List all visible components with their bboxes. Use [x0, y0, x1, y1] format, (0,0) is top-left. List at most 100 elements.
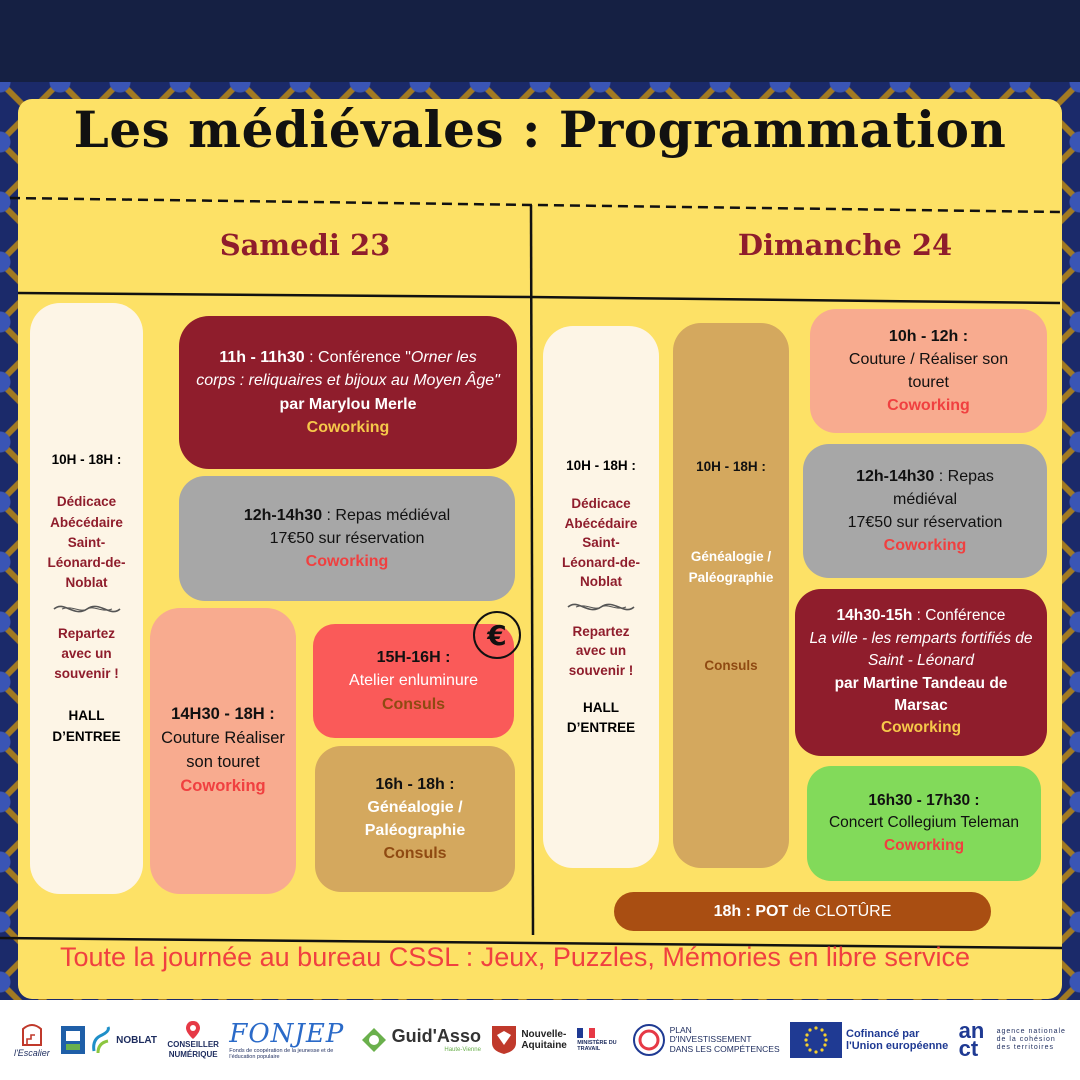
- sun-couture-time: 10h - 12h :: [888, 327, 969, 345]
- sat-genea-time: 16h - 18h :: [375, 775, 455, 793]
- flourish-icon: [567, 603, 635, 611]
- fonjep-logo: FONJEP Fonds de coopération de la jeunes…: [229, 1020, 349, 1061]
- sun-concert-label: Concert Collegium Teleman: [828, 814, 1020, 832]
- eu-text2: l'Union européenne: [846, 1040, 949, 1052]
- plan-text3: DANS LES COMPÉTENCES: [669, 1043, 780, 1054]
- sat-hall-entry-box: 10H - 18H : Dédicace Abécédaire Saint- L…: [30, 303, 143, 894]
- sat-conf-line1: 11h - 11h30 : Conférence "Orner les: [219, 346, 476, 369]
- anct-text: anct: [958, 1018, 985, 1061]
- sun-conf-place: Coworking: [880, 719, 962, 737]
- sat-hall-line5: Noblat: [65, 575, 108, 591]
- eu-text1: Cofinancé par: [846, 1027, 920, 1040]
- sun-conf-speaker2: Marsac: [894, 696, 948, 714]
- sun-repas-label: : Repas: [934, 467, 994, 485]
- sun-genea-line2: Paléographie: [688, 569, 774, 585]
- euro-symbol: €: [487, 618, 507, 652]
- escalier-logo: l'Escalier: [14, 1021, 50, 1059]
- sat-hall-place1: HALL: [68, 708, 105, 724]
- sat-hall-time: 10H - 18H :: [51, 452, 122, 468]
- guidasso-logo: Guid'Asso Haute-Vienne: [360, 1026, 481, 1054]
- all-day-note: Toute la journée au bureau CSSL : Jeux, …: [60, 942, 970, 972]
- conseiller-text1: CONSEILLER: [167, 1040, 219, 1050]
- sun-genea-place: Consuls: [704, 657, 758, 673]
- sun-conference-box: 14h30-15h : Conférence La ville - les re…: [795, 589, 1047, 756]
- sun-couture-line2: touret: [908, 374, 949, 391]
- sat-hall-place2: D’ENTREE: [52, 728, 121, 744]
- noblat-logo: NOBLAT: [60, 1025, 157, 1055]
- sun-repas-time: 12h-14h30: [856, 467, 935, 485]
- sun-repas-place: Coworking: [883, 537, 967, 555]
- sun-couture-place: Coworking: [887, 397, 970, 415]
- sun-pot-label: de CLOTÛRE: [788, 902, 892, 920]
- sat-souvenir-line3: souvenir !: [54, 666, 119, 682]
- marianne-flag-icon: [577, 1027, 596, 1038]
- sun-concert-place: Coworking: [883, 836, 965, 854]
- sat-conf-speaker: par Marylou Merle: [279, 395, 417, 413]
- sat-couture-box: 14H30 - 18H : Couture Réaliser son toure…: [150, 608, 296, 894]
- sun-hall-line5: Noblat: [580, 574, 622, 590]
- sun-repas-line1: 12h-14h30 : Repas: [856, 465, 994, 488]
- conseiller-numerique-logo: CONSEILLER NUMÉRIQUE: [167, 1020, 219, 1060]
- sun-souvenir-line3: souvenir !: [568, 662, 634, 678]
- page-title: Les médiévales : Programmation: [73, 100, 1007, 159]
- sun-concert-time: 16h30 - 17h30 :: [868, 791, 980, 809]
- plan-text2: D'INVESTISSEMENT: [669, 1034, 752, 1045]
- sat-hall-line1: Dédicace: [56, 494, 117, 510]
- grid-lines: [0, 196, 1063, 950]
- sat-conf-place: Coworking: [306, 418, 390, 436]
- fonjep-subtext: Fonds de coopération de la jeunesse et d…: [229, 1048, 334, 1061]
- sat-genea-place: Consuls: [383, 845, 447, 863]
- ministere-logo: MINISTÈRE DU TRAVAIL: [577, 1027, 621, 1052]
- ministere-text: MINISTÈRE DU TRAVAIL: [577, 1039, 617, 1052]
- anct-logo: anct agence nationale de la cohésion des…: [958, 1018, 1066, 1061]
- sun-hall-place2: D’ENTREE: [566, 720, 636, 736]
- sun-hall-entry-box: 10H - 18H : Dédicace Abécédaire Saint- L…: [543, 326, 659, 868]
- day-heading-saturday: Samedi 23: [219, 228, 391, 262]
- sat-genealogie-box: 16h - 18h : Généalogie / Paléographie Co…: [315, 746, 515, 892]
- eu-cofinance-logo: Cofinancé par l'Union européenne: [790, 1022, 948, 1058]
- sat-couture-time: 14H30 - 18H :: [171, 705, 275, 724]
- sat-conf-title1: Orner les: [410, 349, 477, 367]
- top-band: [0, 0, 1080, 82]
- sat-enlum-time: 15H-16H :: [376, 649, 451, 667]
- sun-hall-line4: Léonard-de-: [561, 554, 640, 570]
- day-heading-sunday: Dimanche 24: [737, 228, 953, 262]
- sat-conf-title2: corps : reliquaires et bijoux au Moyen Â…: [196, 372, 500, 390]
- sat-repas-time: 12h-14h30: [243, 506, 323, 524]
- sat-couture-line2: son touret: [186, 753, 260, 771]
- sun-hall-line1: Dédicace: [571, 495, 631, 511]
- sat-repas-line1: 12h-14h30 : Repas médiéval: [244, 504, 450, 527]
- sun-concert-box: 16h30 - 17h30 : Concert Collegium Telema…: [807, 766, 1041, 881]
- sat-conf-label: : Conférence ": [304, 349, 411, 367]
- plan-text-group: PLAN D'INVESTISSEMENT DANS LES COMPÉTENC…: [669, 1024, 780, 1054]
- plan-text1: PLAN: [669, 1024, 692, 1035]
- sat-conference-box: 11h - 11h30 : Conférence "Orner les corp…: [179, 316, 517, 469]
- conseiller-text2: NUMÉRIQUE: [168, 1050, 218, 1059]
- sun-repas-line2: médiéval: [892, 490, 958, 508]
- region-shield-icon: [492, 1026, 517, 1054]
- nouvelle-aquitaine-logo: Nouvelle- Aquitaine: [491, 1025, 567, 1055]
- sun-souvenir-line2: avec un: [575, 643, 627, 659]
- escalier-text: l'Escalier: [14, 1048, 50, 1059]
- guidasso-subtext: Haute-Vienne: [444, 1046, 481, 1053]
- sun-conf-title2: Saint - Léonard: [868, 652, 974, 670]
- escalier-icon: [21, 1024, 42, 1047]
- sun-conf-time: 14h30-15h: [836, 607, 913, 625]
- sat-repas-price: 17€50 sur réservation: [269, 529, 425, 547]
- sun-genea-time: 10H - 18H :: [696, 459, 766, 474]
- sun-conf-speaker1: par Martine Tandeau de: [834, 674, 1008, 692]
- guidasso-text-group: Guid'Asso Haute-Vienne: [392, 1026, 481, 1053]
- sat-hall-line4: Léonard-de-: [47, 555, 126, 571]
- sat-souvenir-line2: avec un: [61, 645, 112, 661]
- sun-couture-line1: Couture / Réaliser son: [848, 350, 1009, 368]
- region-text1: Nouvelle-: [521, 1029, 567, 1040]
- sun-hall-time: 10H - 18H :: [566, 458, 636, 474]
- sat-hall-line2: Abécédaire: [50, 514, 123, 530]
- sat-couture-line1: Couture Réaliser: [161, 729, 285, 748]
- eu-text-group: Cofinancé par l'Union européenne: [846, 1028, 948, 1052]
- sun-couture-box: 10h - 12h : Couture / Réaliser son toure…: [810, 309, 1047, 433]
- fonjep-text: FONJEP: [229, 1018, 345, 1049]
- sun-repas-price: 17€50 sur réservation: [847, 514, 1003, 531]
- sun-pot-bar: 18h : POT de CLOTÛRE: [614, 892, 991, 931]
- location-pin-icon: [186, 1021, 201, 1040]
